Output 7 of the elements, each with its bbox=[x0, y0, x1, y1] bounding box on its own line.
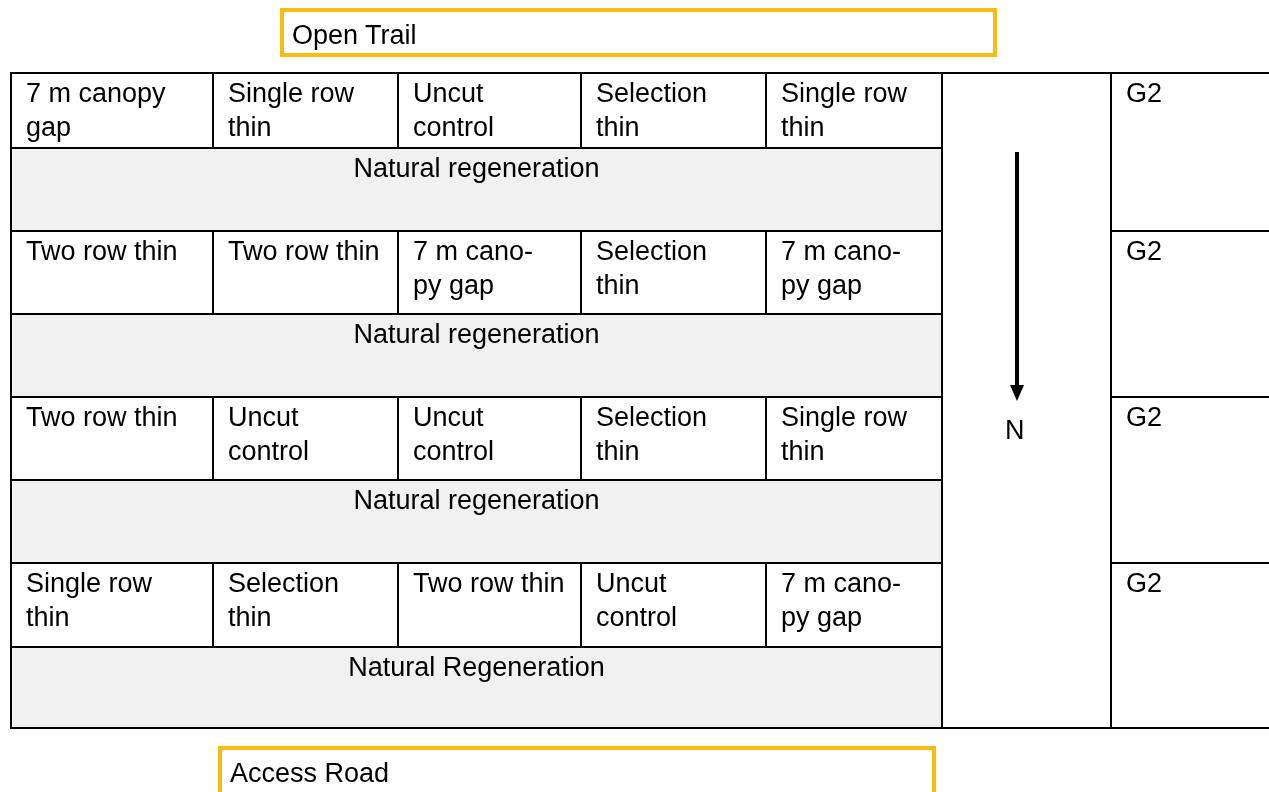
regeneration-band: Natural regeneration bbox=[10, 313, 943, 398]
route-box: Access Road bbox=[218, 746, 936, 792]
route-box: Open Trail bbox=[280, 8, 997, 57]
regeneration-band: Natural regeneration bbox=[10, 479, 943, 564]
regeneration-band: Natural regeneration bbox=[10, 147, 943, 232]
compass-label: N bbox=[1005, 414, 1025, 446]
regeneration-band: Natural Regeneration bbox=[10, 646, 943, 729]
